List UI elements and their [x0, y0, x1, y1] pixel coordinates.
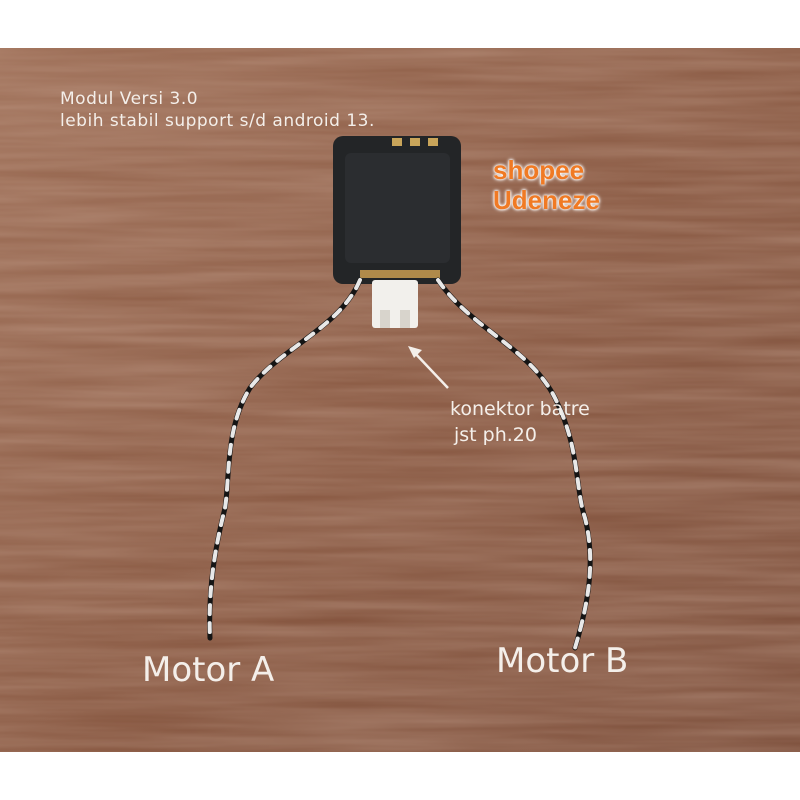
motor-module	[333, 136, 461, 284]
version-line-2: lebih stabil support s/d android 13.	[60, 111, 375, 131]
brand-line-2: Udeneze	[493, 185, 600, 215]
wire-motor-a	[207, 277, 363, 641]
jst-connector	[372, 280, 418, 328]
version-line-1: Modul Versi 3.0	[60, 89, 199, 109]
version-caption: Modul Versi 3.0 lebih stabil support s/d…	[60, 88, 375, 132]
brand-line-1: shopee	[493, 155, 585, 185]
motor-b-label: Motor B	[496, 641, 629, 681]
arrow-icon	[408, 346, 449, 389]
wire-motor-b	[435, 277, 593, 651]
brand-watermark: shopee Udeneze	[493, 155, 600, 215]
connector-line-2: jst ph.20	[454, 424, 537, 446]
connector-line-1: konektor batre	[450, 398, 590, 420]
wood-background-photo	[0, 48, 800, 752]
connector-caption: konektor batre jst ph.20	[450, 396, 590, 448]
motor-a-label: Motor A	[142, 650, 275, 690]
